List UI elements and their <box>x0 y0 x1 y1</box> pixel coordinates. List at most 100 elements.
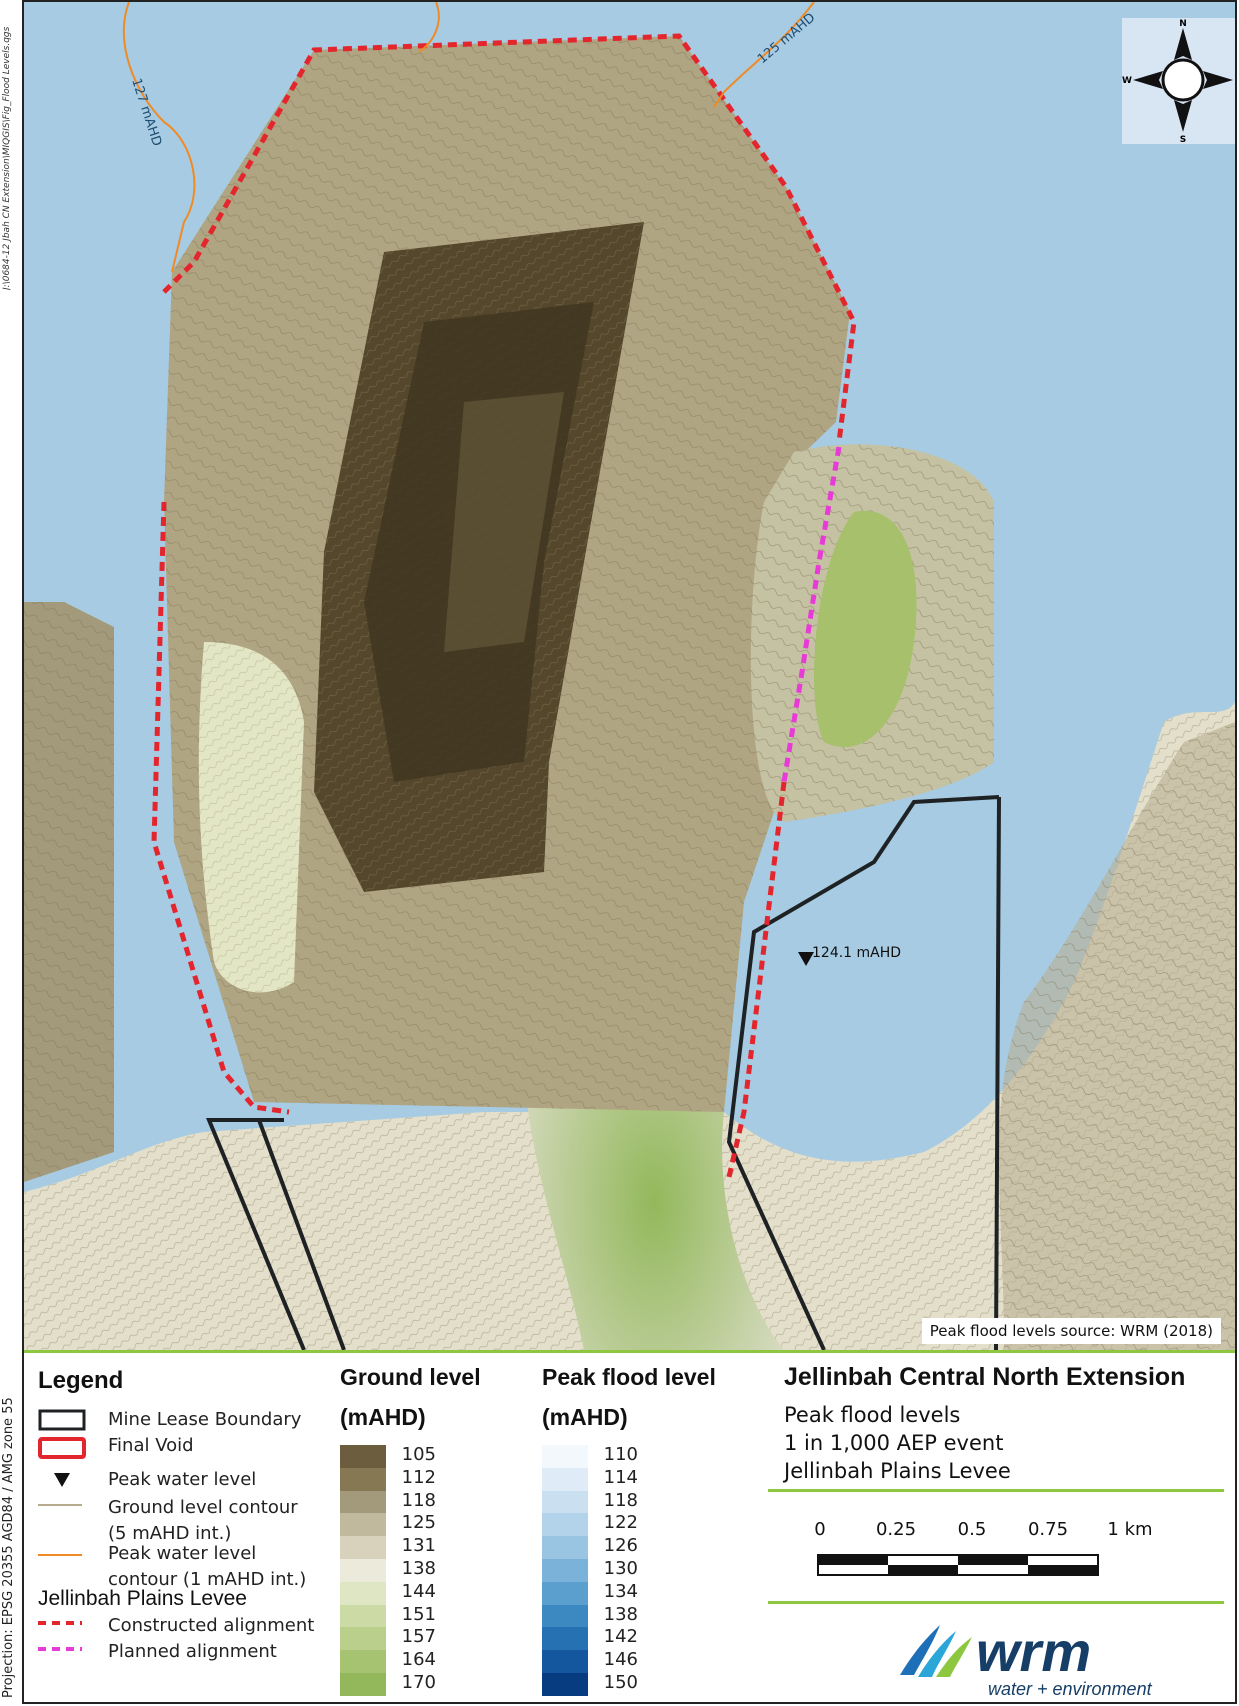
ground-ramp-label: 105 <box>401 1444 436 1465</box>
flood-ramp-swatch <box>542 1604 588 1628</box>
flood-contour-swatch <box>38 1554 82 1556</box>
legend-item-flood-contour: Peak water level <box>108 1543 257 1564</box>
constructed-alignment[interactable] <box>151 33 857 1178</box>
ground-ramp-label: 151 <box>401 1603 436 1625</box>
peak-water-level-marker[interactable] <box>798 952 814 966</box>
scale-label-075: 0.75 <box>1027 1519 1069 1540</box>
flood-ramp-swatch <box>542 1467 588 1491</box>
flood-ramp-swatch <box>542 1673 588 1696</box>
ground-ramp-swatch <box>340 1445 386 1468</box>
levee-title: Jellinbah Plains Levee <box>38 1587 247 1610</box>
ground-contour-swatch <box>38 1504 82 1506</box>
flood-ramp-label: 110 <box>603 1444 638 1465</box>
mine-lease-boundary[interactable] <box>206 795 1001 1350</box>
flood-ramp-label: 146 <box>603 1649 638 1671</box>
ground-ramp-swatch <box>340 1490 386 1514</box>
north-arrow: N S W E <box>1122 18 1235 144</box>
ground-ramp-title: Ground level (mAHD) <box>340 1364 481 1430</box>
ground-ramp-label: 170 <box>401 1672 436 1693</box>
compass-s: S <box>1180 135 1186 144</box>
file-path-note: J:\0684-12 Jbah CN Extension\MIQGIS\Fig_… <box>2 26 12 290</box>
ground-ramp-swatch <box>340 1467 386 1491</box>
ground-ramp-label: 131 <box>401 1535 436 1557</box>
planned-alignment-swatch <box>38 1647 82 1651</box>
legend-item-flood-contour-int: contour (1 mAHD int.) <box>108 1569 307 1590</box>
scale-label-05: 0.5 <box>957 1519 987 1540</box>
compass-w: W <box>1122 76 1132 86</box>
ground-ramp-label: 138 <box>401 1558 436 1579</box>
ground-ramp-swatch <box>340 1536 386 1559</box>
flood-ramp-swatch <box>542 1627 588 1651</box>
scale-label-1km: 1 km <box>1107 1519 1153 1540</box>
flood-ramp-label: 138 <box>603 1603 638 1625</box>
ground-ramp-label: 118 <box>401 1489 436 1511</box>
legend-title: Legend <box>38 1367 124 1394</box>
scale-label-025: 0.25 <box>875 1519 917 1540</box>
ground-ramp-label: 164 <box>401 1649 436 1671</box>
lease-boundary-swatch <box>38 1409 86 1431</box>
compass-ring <box>1161 58 1205 102</box>
flood-ramp-swatch <box>542 1650 588 1673</box>
flood-ramp-label: 150 <box>603 1672 638 1693</box>
map-subtitle-1: Peak flood levels <box>784 1403 961 1427</box>
flood-ramp-swatch <box>542 1513 588 1537</box>
map-subtitle-3: Jellinbah Plains Levee <box>784 1459 1011 1483</box>
source-note: Peak flood levels source: WRM (2018) <box>921 1318 1221 1344</box>
scale-label-0: 0 <box>814 1519 826 1540</box>
flood-ramp-label: 126 <box>603 1535 638 1557</box>
legend-panel: Legend Mine Lease Boundary Final Void Pe… <box>24 1353 1235 1704</box>
legend-item-lease: Mine Lease Boundary <box>108 1409 302 1430</box>
peak-water-level-label: 124.1 mAHD <box>812 945 901 961</box>
ground-ramp-swatch <box>340 1673 386 1696</box>
flood-ramp-swatch <box>542 1490 588 1514</box>
flood-ramp-label: 122 <box>603 1512 638 1534</box>
flood-ramp-title: Peak flood level (mAHD) <box>542 1364 716 1430</box>
map-frame <box>22 0 1237 1704</box>
flood-ramp-label: 118 <box>603 1489 638 1511</box>
ground-ramp-swatch <box>340 1581 386 1605</box>
ground-ramp-swatch <box>340 1559 386 1582</box>
map-subtitle-2: 1 in 1,000 AEP event <box>784 1431 1004 1455</box>
flood-contour-127 <box>122 2 196 273</box>
ground-ramp-label: 144 <box>401 1580 436 1602</box>
flood-ramp-swatch <box>542 1536 588 1559</box>
title-divider-1 <box>768 1489 1224 1492</box>
flood-ramp-label: 114 <box>603 1466 638 1488</box>
title-divider-2 <box>768 1601 1224 1604</box>
projection-note: Projection: EPSG 20355 AGD84 / AMG zone … <box>1 1397 16 1698</box>
ground-ramp-swatch <box>340 1513 386 1537</box>
map-svg: 127 mAHD 125 mAHD 124.1 mAHD <box>24 2 1235 1350</box>
logo-tagline: water + environment <box>988 1679 1153 1699</box>
scale-bar <box>817 1554 1099 1576</box>
legend-item-peak: Peak water level <box>108 1469 257 1490</box>
final-void-swatch <box>38 1437 86 1459</box>
peak-water-level-symbol <box>54 1473 70 1487</box>
constructed-alignment-swatch <box>38 1621 82 1625</box>
wrm-logo: wrm water + environment <box>892 1615 1192 1699</box>
map-canvas[interactable]: 127 mAHD 125 mAHD 124.1 mAHD N S W E Pea… <box>24 2 1235 1350</box>
flood-ramp-swatch <box>542 1445 588 1468</box>
legend-item-planned: Planned alignment <box>108 1641 277 1662</box>
flood-ramp-label: 130 <box>603 1558 638 1579</box>
legend-item-void: Final Void <box>108 1435 194 1456</box>
logo-wordmark: wrm <box>976 1620 1091 1683</box>
ground-ramp-label: 112 <box>401 1466 436 1488</box>
legend-item-constructed: Constructed alignment <box>108 1615 315 1636</box>
ground-ramp-swatch <box>340 1627 386 1651</box>
map-title: Jellinbah Central North Extension <box>784 1363 1186 1391</box>
ground-ramp-label: 125 <box>401 1512 436 1534</box>
flood-ramp-swatch <box>542 1559 588 1582</box>
compass-n: N <box>1179 19 1187 29</box>
flood-ramp-label: 134 <box>603 1580 638 1602</box>
logo-swoosh-icon <box>900 1625 940 1675</box>
legend-item-ground-contour: Ground level contour <box>108 1497 298 1518</box>
flood-contour-125 <box>713 2 815 108</box>
ground-ramp-swatch <box>340 1604 386 1628</box>
flood-ramp-swatch <box>542 1581 588 1605</box>
legend-item-ground-contour-int: (5 mAHD int.) <box>108 1523 232 1544</box>
ground-ramp-swatch <box>340 1650 386 1673</box>
map-divider <box>24 1350 1235 1353</box>
flood-ramp-label: 142 <box>603 1626 638 1648</box>
ground-ramp-label: 157 <box>401 1626 436 1648</box>
planned-alignment[interactable] <box>781 446 842 783</box>
